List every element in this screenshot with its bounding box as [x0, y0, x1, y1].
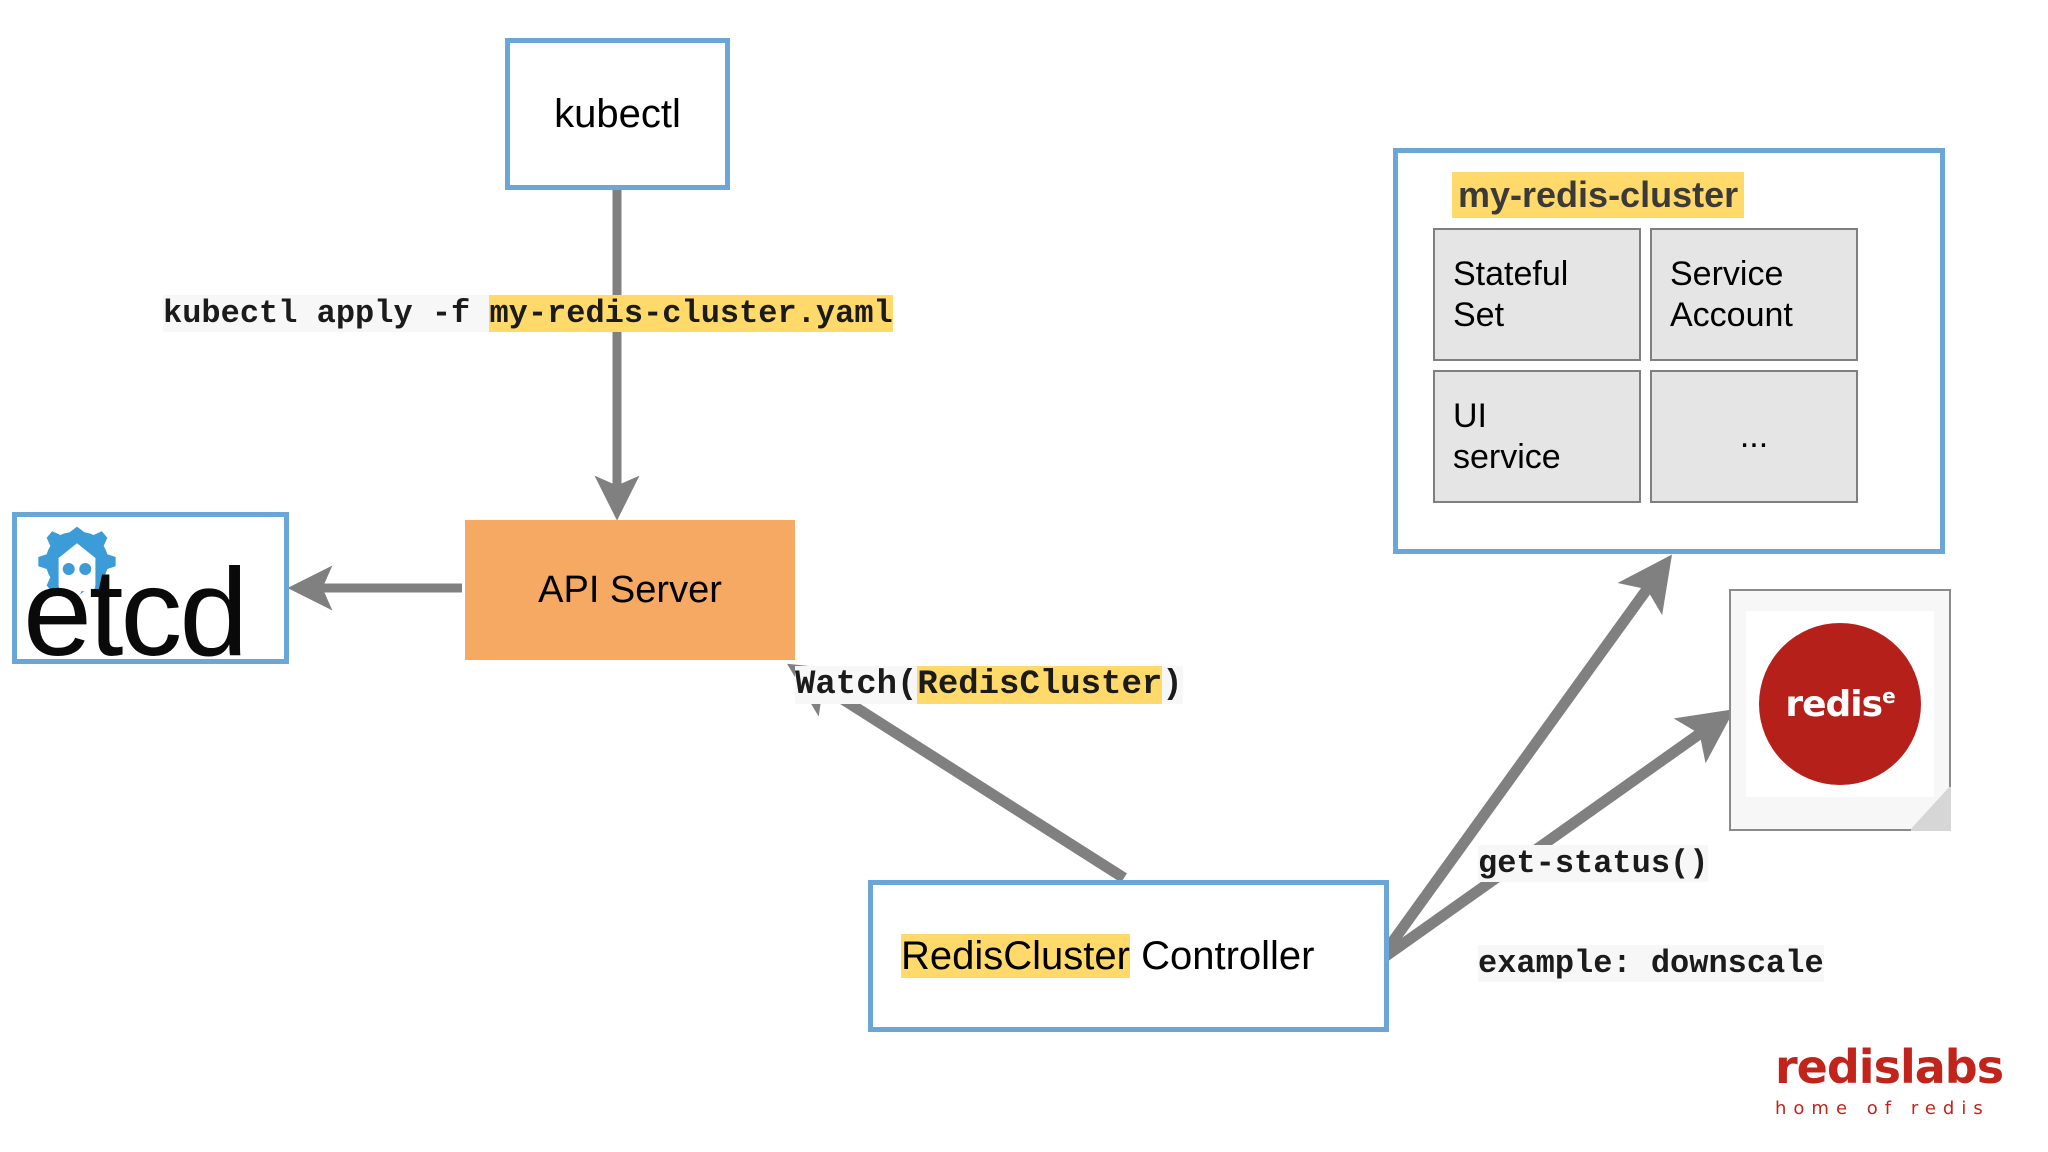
- node-api-server[interactable]: API Server: [465, 520, 795, 660]
- cluster-resource-line2: Set: [1453, 295, 1505, 334]
- node-kubectl[interactable]: kubectl: [505, 38, 730, 190]
- cluster-resource-serviceaccount[interactable]: Service Account: [1650, 228, 1858, 361]
- edge-controller-to-cluster: [1378, 554, 1673, 959]
- edge-label-kubectl-apply: kubectl apply -f my-redis-cluster.yaml: [163, 295, 893, 332]
- node-kubectl-label: kubectl: [554, 91, 681, 136]
- cluster-resource-line1: Service: [1670, 254, 1784, 293]
- cluster-resource-ui-service[interactable]: UI service: [1433, 370, 1641, 503]
- node-controller-label: RedisCluster Controller: [873, 933, 1315, 979]
- annotation-example-downscale: example: downscale: [1478, 945, 1824, 982]
- redislabs-tagline: home of redis: [1775, 1098, 1990, 1119]
- edge-label-apply-prefix: kubectl apply -f: [163, 295, 490, 332]
- node-rediscluster-controller[interactable]: RedisCluster Controller: [868, 880, 1389, 1032]
- cluster-resource-line1: UI: [1453, 396, 1487, 435]
- cluster-panel-title: my-redis-cluster: [1452, 172, 1745, 218]
- redislabs-name: redislabs: [1775, 1040, 2004, 1094]
- edge-label-watch-prefix: Watch(: [795, 666, 918, 704]
- edge-label-watch-type: RedisCluster: [917, 666, 1163, 704]
- cluster-resource-line1: ...: [1739, 417, 1769, 455]
- cluster-resource-line2: service: [1453, 437, 1561, 476]
- node-controller-label-rest: Controller: [1129, 933, 1315, 978]
- node-controller-label-highlight: RedisCluster: [901, 933, 1130, 978]
- redislabs-logo: redislabs home of redis: [1775, 1040, 2004, 1119]
- redis-wordmark-superscript: e: [1882, 683, 1896, 708]
- redis-logo: redise: [1746, 611, 1934, 797]
- node-api-server-label: API Server: [538, 568, 722, 611]
- edge-label-apply-file: my-redis-cluster.yaml: [489, 295, 893, 332]
- redis-wordmark-text: redis: [1785, 683, 1883, 725]
- edge-label-get-status: get-status(): [1478, 845, 1709, 882]
- edge-controller-to-redis: [1379, 709, 1735, 963]
- node-redis-enterprise-note[interactable]: redise: [1729, 589, 1951, 831]
- etcd-gear-icon: [38, 526, 116, 601]
- edge-label-watch-suffix: ): [1162, 666, 1183, 704]
- cluster-resource-line1: Stateful: [1453, 254, 1569, 293]
- node-etcd-label: etcd: [23, 544, 248, 682]
- edge-label-watch: Watch(RedisCluster): [795, 666, 1183, 704]
- cluster-resource-line2: Account: [1670, 295, 1793, 334]
- cluster-resource-statefulset[interactable]: Stateful Set: [1433, 228, 1641, 361]
- redis-wordmark: redise: [1785, 683, 1896, 725]
- cluster-resource-more[interactable]: ...: [1650, 370, 1858, 503]
- redis-circle-icon: redise: [1759, 623, 1921, 785]
- node-etcd[interactable]: etcd: [12, 512, 289, 675]
